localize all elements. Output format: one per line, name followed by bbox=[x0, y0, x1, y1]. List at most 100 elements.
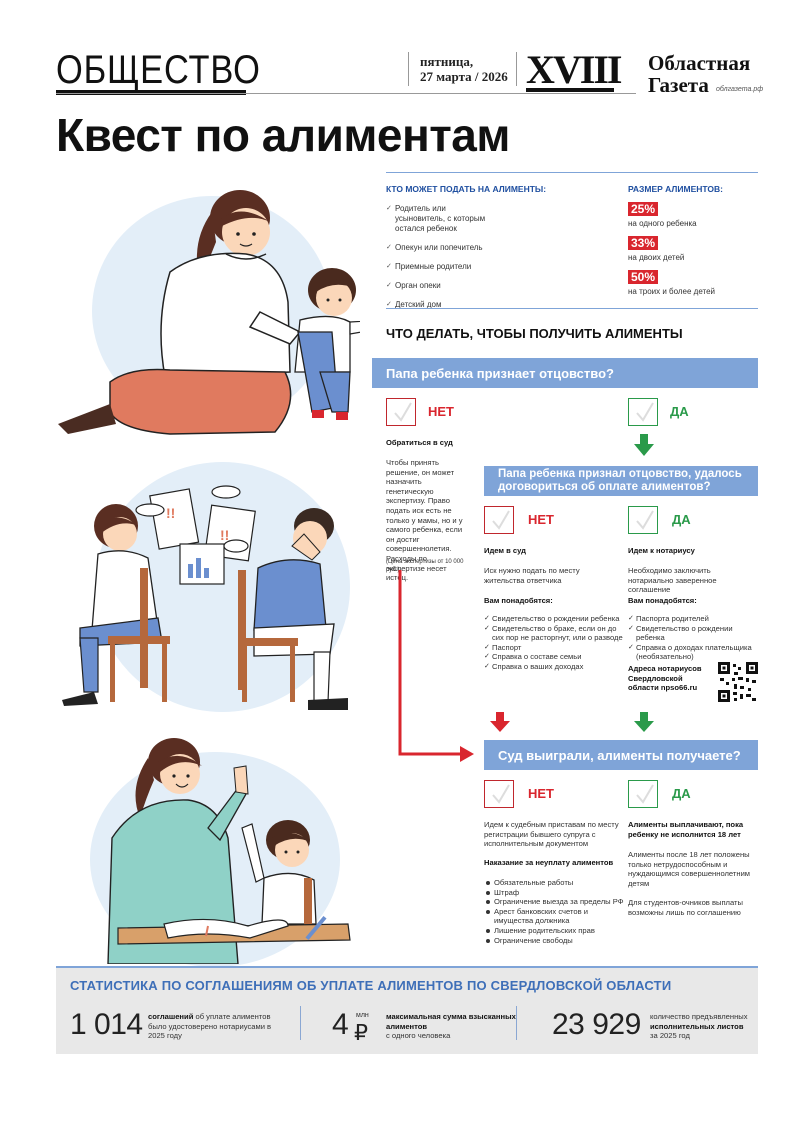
yes-label: ДА bbox=[672, 786, 691, 801]
no-checkbox bbox=[386, 398, 416, 426]
header-rule bbox=[56, 93, 636, 94]
size-title: РАЗМЕР АЛИМЕНТОВ: bbox=[628, 184, 723, 194]
no-checkbox bbox=[484, 780, 514, 808]
stat-3-value: 23 929 bbox=[552, 1008, 641, 1041]
issue-date-full: 27 марта / 2026 bbox=[420, 69, 508, 84]
list-item: Справка о составе семьи bbox=[484, 652, 624, 662]
list-item: Свидетельство о браке, если он до сих по… bbox=[484, 624, 624, 643]
notary-link[interactable]: Адреса нотариусов Свердловской области n… bbox=[628, 664, 702, 693]
mother-toddler-illustration bbox=[58, 190, 360, 435]
arrow-down-icon bbox=[490, 712, 510, 732]
q3-no-text: Идем к судебным приставам по месту регис… bbox=[484, 820, 619, 849]
q2-no-text: Иск нужно подать по месту жительства отв… bbox=[484, 566, 580, 585]
what-title: ЧТО ДЕЛАТЬ, ЧТОБЫ ПОЛУЧИТЬ АЛИМЕНТЫ bbox=[386, 326, 683, 341]
q1-no-note: (Цена экспертизы от 10 000 руб.) bbox=[386, 559, 464, 573]
list-item: Штраф bbox=[484, 888, 624, 898]
stat-2-unit-top: млн bbox=[356, 1012, 369, 1019]
q2-yes-head: Идем к нотариусу bbox=[628, 546, 695, 555]
section-title: ОБЩЕСТВО bbox=[56, 48, 261, 92]
yes-checkbox bbox=[628, 506, 658, 534]
question-1-band: Папа ребенка признает отцовство? bbox=[372, 358, 758, 388]
svg-text:!!: !! bbox=[220, 527, 229, 543]
no-label: НЕТ bbox=[428, 404, 454, 419]
size-list: 25% на одного ребенка 33% на двоих детей… bbox=[628, 200, 715, 302]
stat-3-bold: исполнительных листов bbox=[650, 1021, 744, 1031]
yes-checkbox bbox=[628, 780, 658, 808]
q2-yes-text: Необходимо заключить нотариально заверен… bbox=[628, 566, 717, 595]
list-item: Приемные родители bbox=[386, 262, 608, 272]
issue-date: пятница, 27 марта / 2026 bbox=[420, 54, 508, 84]
list-item: Паспорта родителей bbox=[628, 614, 760, 624]
upset-parents-illustration: !! !! bbox=[62, 485, 348, 710]
q1-no-head: Обратиться в суд bbox=[386, 438, 453, 447]
stat-3-text-2: за 2025 год bbox=[650, 1031, 690, 1041]
list-item: Орган опеки bbox=[386, 281, 608, 291]
q3-penalty-head: Наказание за неуплату алиментов bbox=[484, 858, 614, 867]
list-item: Справка о доходах плательщика (необязате… bbox=[628, 643, 760, 662]
percent-caption: на троих и более детей bbox=[628, 287, 716, 296]
question-2-band: Папа ребенка признал отцовство, удалось … bbox=[484, 466, 758, 496]
no-label: НЕТ bbox=[528, 786, 554, 801]
statistics-panel: СТАТИСТИКА ПО СОГЛАШЕНИЯМ ОБ УПЛАТЕ АЛИМ… bbox=[56, 966, 758, 1054]
list-item: Свидетельство о рождении ребенка bbox=[484, 614, 624, 624]
logo-site: облгазета.рф bbox=[716, 86, 764, 93]
list-item: Детский дом bbox=[386, 300, 608, 310]
q3-yes-text-2: Для студентов-очников выплаты возможны л… bbox=[628, 898, 743, 917]
arrow-down-icon bbox=[634, 434, 654, 456]
stat-2-value: 4 bbox=[332, 1008, 349, 1041]
high-five-illustration bbox=[107, 738, 351, 964]
q2-need: Вам понадобятся: bbox=[484, 596, 553, 605]
q3-yes-text-1: Алименты после 18 лет положены только не… bbox=[628, 850, 751, 888]
who-list: Родитель или усыновитель, с которым оста… bbox=[386, 204, 608, 319]
list-item: Ограничение выезда за пределы РФ bbox=[484, 897, 624, 907]
list-item: Свидетельство о рождении ребенка bbox=[628, 624, 760, 643]
stat-2-caption: максимальная сумма взысканных алиментов … bbox=[386, 1012, 516, 1041]
list-item: Паспорт bbox=[484, 643, 624, 653]
stat-3-text: количество предъявленных bbox=[650, 1012, 748, 1021]
headline: Квест по алиментам bbox=[56, 109, 510, 161]
stat-1-value: 1 014 bbox=[70, 1008, 143, 1041]
list-item: Справка о ваших доходах bbox=[484, 662, 624, 672]
arrow-right-icon bbox=[398, 570, 474, 762]
page-number-underline bbox=[526, 88, 614, 92]
list-item: Опекун или попечитель bbox=[386, 243, 608, 253]
stat-divider bbox=[516, 1006, 517, 1040]
list-item: Родитель или усыновитель, с которым оста… bbox=[386, 204, 498, 234]
who-title: КТО МОЖЕТ ПОДАТЬ НА АЛИМЕНТЫ: bbox=[386, 184, 547, 194]
yes-checkbox bbox=[628, 398, 658, 426]
svg-text:!!: !! bbox=[166, 505, 175, 521]
info-top-rule bbox=[386, 172, 758, 173]
section-underline bbox=[56, 90, 246, 95]
yes-label: ДА bbox=[672, 512, 691, 527]
q2-no-docs: Свидетельство о рождении ребенка Свидете… bbox=[484, 614, 624, 672]
logo-line-1: Областная bbox=[648, 51, 751, 75]
stat-2-text: с одного человека bbox=[386, 1031, 451, 1041]
percent-caption: на двоих детей bbox=[628, 253, 685, 262]
stat-2-bold: максимальная сумма взысканных алиментов bbox=[386, 1012, 516, 1031]
issue-day: пятница, bbox=[420, 54, 474, 69]
header-divider bbox=[408, 52, 409, 86]
no-label: НЕТ bbox=[528, 512, 554, 527]
no-checkbox bbox=[484, 506, 514, 534]
list-item: Лишение родительских прав bbox=[484, 926, 624, 936]
stat-1-text: об уплате алиментов было удостоверено но… bbox=[148, 1012, 272, 1041]
penalty-list: Обязательные работы Штраф Ограничение вы… bbox=[484, 878, 624, 945]
percent-badge: 33% bbox=[628, 236, 659, 250]
q2-need-yes: Вам понадобятся: bbox=[628, 596, 697, 605]
newspaper-logo: Областная Газета bbox=[648, 52, 750, 96]
stat-1-bold: соглашений bbox=[148, 1012, 194, 1021]
percent-caption: на одного ребенка bbox=[628, 219, 697, 228]
info-bottom-rule bbox=[386, 308, 758, 309]
header-divider bbox=[516, 52, 517, 86]
stat-3-caption: количество предъявленных исполнительных … bbox=[650, 1012, 754, 1041]
yes-label: ДА bbox=[670, 404, 689, 419]
page-number: XVIII bbox=[526, 47, 622, 92]
stat-1-caption: соглашений об уплате алиментов было удос… bbox=[148, 1012, 274, 1041]
stats-title: СТАТИСТИКА ПО СОГЛАШЕНИЯМ ОБ УПЛАТЕ АЛИМ… bbox=[70, 978, 672, 993]
stat-divider bbox=[300, 1006, 301, 1040]
q1-no-text: Чтобы принять решение, он может назначит… bbox=[386, 458, 463, 583]
arrow-down-icon bbox=[634, 712, 654, 732]
q2-no-head: Идем в суд bbox=[484, 546, 526, 555]
list-item: Арест банковских счетов и имущества долж… bbox=[484, 907, 624, 926]
list-item: Ограничение свободы bbox=[484, 936, 624, 946]
